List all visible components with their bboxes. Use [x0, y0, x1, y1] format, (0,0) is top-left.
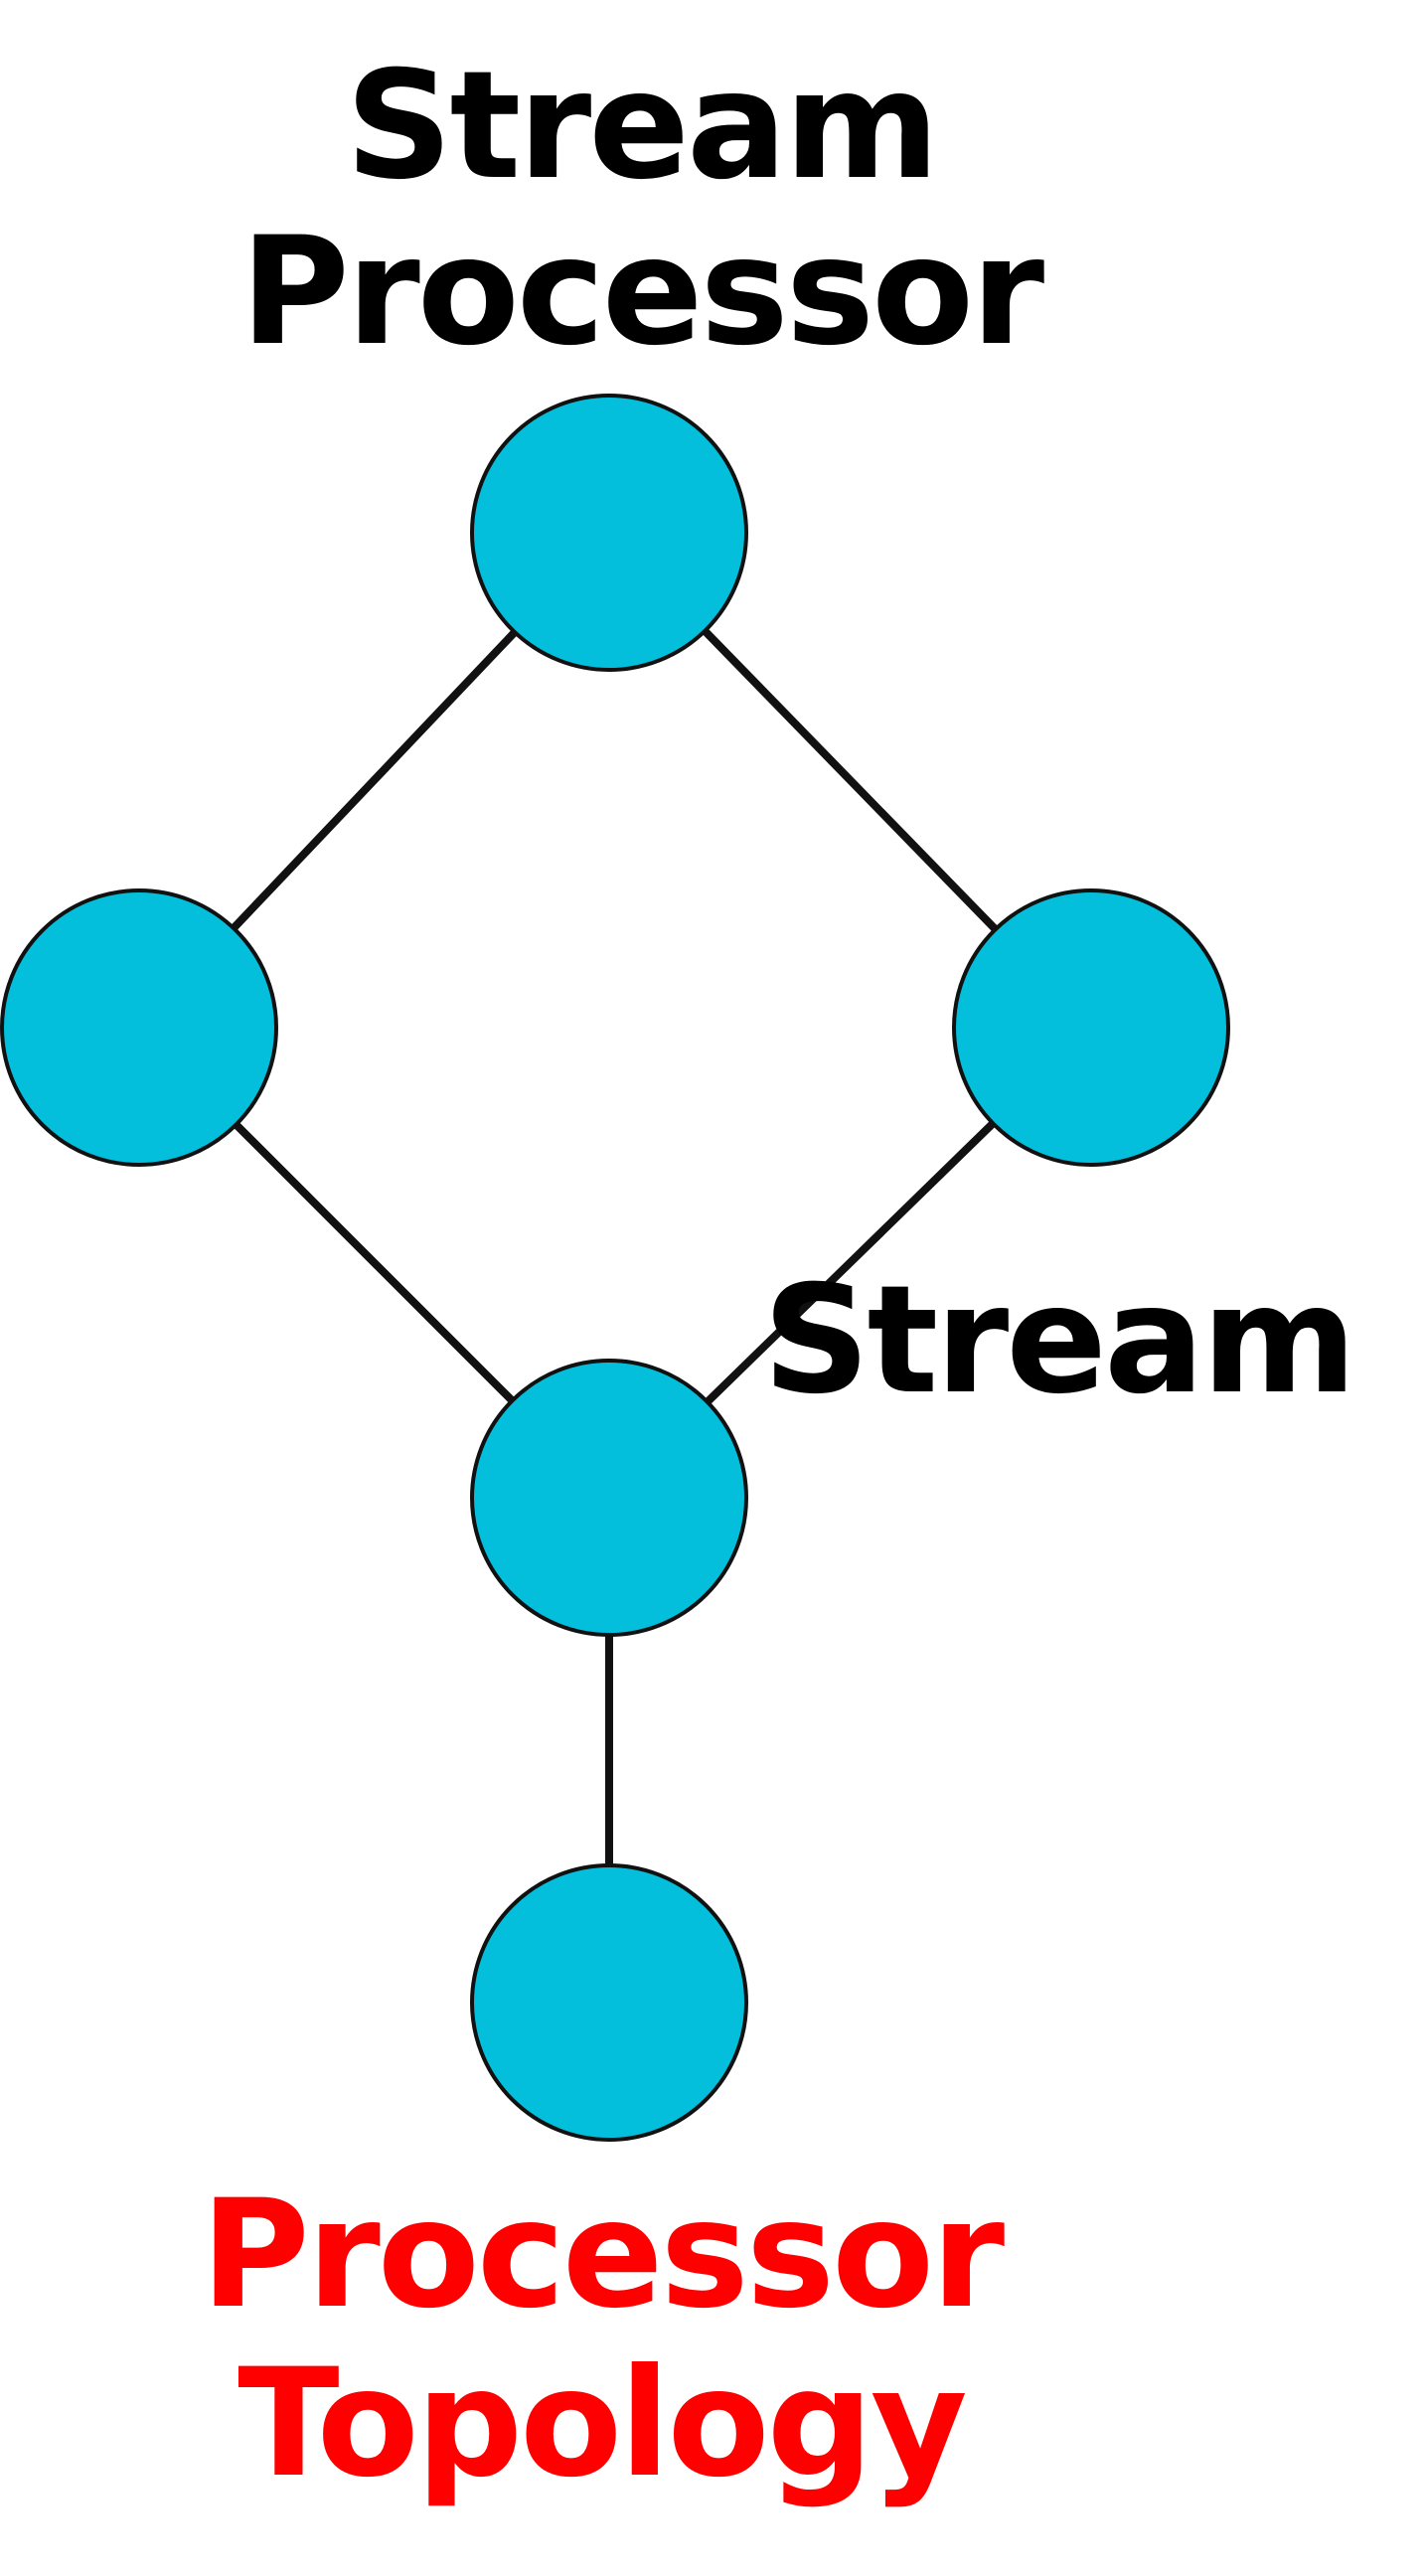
node-middle — [470, 1359, 748, 1637]
stream-processor-label-line1: Stream — [346, 40, 937, 213]
node-right — [952, 888, 1230, 1167]
topology-label-line1: Processor — [201, 2169, 1005, 2341]
topology-label-line2: Topology — [238, 2337, 966, 2510]
node-left — [0, 888, 278, 1167]
stream-processor-label-line2: Processor — [240, 206, 1044, 379]
nodes-group — [0, 394, 1230, 2142]
node-bottom — [470, 1863, 748, 2142]
stream-label: Stream — [763, 1254, 1354, 1427]
node-top — [470, 394, 748, 672]
